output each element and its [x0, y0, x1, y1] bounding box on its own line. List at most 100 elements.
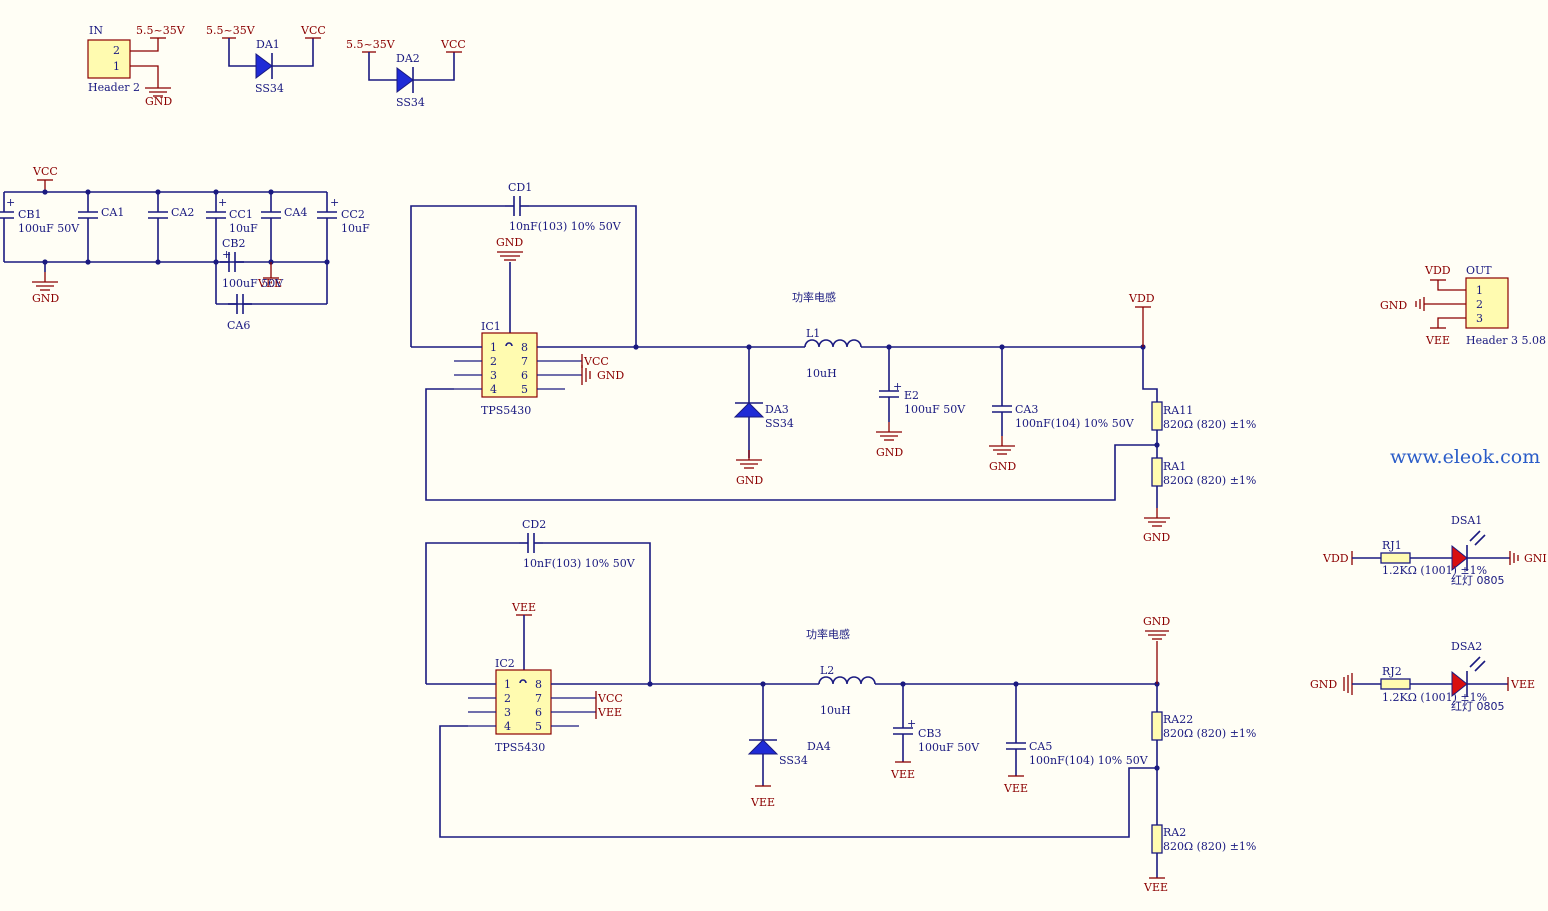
connector-in-type: Header 2	[88, 81, 140, 94]
ic2-pin-6: 6	[535, 706, 542, 719]
net-label-vee-out: VEE	[1425, 334, 1450, 347]
indicator1-right-net: GNI	[1524, 552, 1547, 565]
ic1-part: TPS5430	[481, 404, 531, 417]
net-label-gnd-bank: GND	[32, 292, 59, 305]
net-label-vdd-ic1: VDD	[1128, 292, 1155, 305]
diode-da2: 5.5~35V VCC DA2 SS34	[346, 38, 466, 109]
cap-ca2-ref: CA2	[171, 206, 194, 219]
indicator2-left-net: GND	[1310, 678, 1337, 691]
ic1-inductor-ref: L1	[806, 327, 820, 340]
connector-in-ref: IN	[89, 24, 103, 37]
net-label-vee-ca5: VEE	[1003, 782, 1028, 795]
cap-cb1-ref: CB1	[18, 208, 42, 221]
cap-cc1-polarity: +	[218, 196, 227, 209]
ic1-pin-4: 4	[490, 383, 497, 396]
net-label-vee-cb3: VEE	[890, 768, 915, 781]
ic1-out-cap-value: 100uF 50V	[904, 403, 966, 416]
net-label-vcc-bank: VCC	[32, 165, 58, 178]
indicator2-right-net: VEE	[1510, 678, 1535, 691]
diode-da1-ref: DA1	[256, 38, 280, 51]
net-label-vdd-out: VDD	[1424, 264, 1451, 277]
ic1-boot-cap-value: 10nF(103) 10% 50V	[509, 220, 622, 233]
ic1-pin-7: 7	[521, 355, 528, 368]
cap-cb2-ref: CB2	[222, 237, 246, 250]
diode-da1: 5.5~35V VCC DA1 SS34	[206, 24, 326, 95]
indicator2-led-ref: DSA2	[1451, 640, 1482, 653]
watermark-text: www.eleok.com	[1390, 446, 1540, 468]
indicator1-led-value: 红灯 0805	[1451, 574, 1505, 587]
ic1-inductor-label: 功率电感	[792, 290, 836, 304]
ic1-ceramic-value: 100nF(104) 10% 50V	[1015, 417, 1135, 430]
ic2-diode-ref: DA4	[807, 740, 831, 753]
indicator1-led-ref: DSA1	[1451, 514, 1482, 527]
net-label-gnd-out: GND	[1380, 299, 1407, 312]
bulk-capacitor-bank: VCC GND VEE	[0, 165, 370, 332]
ic2-r-bot-value: 820Ω (820) ±1%	[1163, 840, 1256, 853]
connector-out-pin-2: 2	[1476, 298, 1483, 311]
ic2-pin-2: 2	[504, 692, 511, 705]
ic1-pin-5: 5	[521, 383, 528, 396]
ic2-r-top-value: 820Ω (820) ±1%	[1163, 727, 1256, 740]
diode-da2-ref: DA2	[396, 52, 420, 65]
net-label-vcc-2: VCC	[440, 38, 466, 51]
ic1-pin-3: 3	[490, 369, 497, 382]
ic2-out-cap-polarity: +	[907, 717, 916, 730]
connector-out-pin-3: 3	[1476, 312, 1483, 325]
indicator-led-1: VDD GNI RJ1 1.2KΩ (1001) ±1% DSA1 红灯 080…	[1322, 514, 1547, 587]
net-label-gnd-ra1: GND	[1143, 531, 1170, 544]
indicator2-led-value: 红灯 0805	[1451, 700, 1505, 713]
ic2-pin-3: 3	[504, 706, 511, 719]
diode-da2-part: SS34	[396, 96, 425, 109]
net-label-gnd-ic1-top: GND	[496, 236, 523, 249]
cap-cb1-value: 100uF 50V	[18, 222, 80, 235]
net-label-vin-2: 5.5~35V	[206, 24, 256, 37]
ic1-diode-ref: DA3	[765, 403, 789, 416]
ic1-out-cap-polarity: +	[893, 380, 902, 393]
connector-out: OUT 1 2 3 Header 3 5.08 VDD GND VEE	[1380, 264, 1546, 347]
cap-cb2-polarity: +	[222, 248, 231, 261]
cap-cc1-ref: CC1	[229, 208, 253, 221]
indicator2-r-value: 1.2KΩ (1001) ±1%	[1382, 691, 1487, 704]
ic1-pin-8: 8	[521, 341, 528, 354]
net-label-vee-da4: VEE	[750, 796, 775, 809]
net-label-gnd-ic1: GND	[597, 369, 624, 382]
indicator1-r-value: 1.2KΩ (1001) ±1%	[1382, 564, 1487, 577]
indicator-led-2: GND VEE RJ2 1.2KΩ (1001) ±1% DSA2 红灯 080…	[1310, 640, 1535, 713]
ic2-ceramic-value: 100nF(104) 10% 50V	[1029, 754, 1149, 767]
ic2-boot-cap-value: 10nF(103) 10% 50V	[523, 557, 636, 570]
connector-out-type: Header 3 5.08	[1466, 334, 1546, 347]
ic1-ceramic-ref: CA3	[1015, 403, 1038, 416]
cap-cb1-polarity: +	[6, 196, 15, 209]
ic1-out-cap-ref: E2	[904, 389, 919, 402]
ic1-pin-1: 1	[490, 341, 497, 354]
ic2-out-cap-ref: CB3	[918, 727, 942, 740]
connector-out-ref: OUT	[1466, 264, 1492, 277]
ic2-pin-5: 5	[535, 720, 542, 733]
ic1-r-top-ref: RA11	[1163, 404, 1193, 417]
ic2-pin-1: 1	[504, 678, 511, 691]
net-label-gnd-da3: GND	[736, 474, 763, 487]
ic2-out-cap-value: 100uF 50V	[918, 741, 980, 754]
ic2-ref: IC2	[495, 657, 515, 670]
ic1-ref: IC1	[481, 320, 501, 333]
ic2-inductor-label: 功率电感	[806, 627, 850, 641]
connector-in: IN 2 1 Header 2 5.5~35V GND	[87, 24, 186, 108]
net-label-vin-3: 5.5~35V	[346, 38, 396, 51]
cap-cc2-polarity: +	[330, 196, 339, 209]
buck-stage-ic2: CD2 10nF(103) 10% 50V VEE IC2 TPS5430 1 …	[425, 518, 1256, 894]
net-label-vin-1: 5.5~35V	[136, 24, 186, 37]
net-label-vee-ic2-top: VEE	[511, 601, 536, 614]
ic2-pin-7: 7	[535, 692, 542, 705]
ic2-boot-cap-ref: CD2	[522, 518, 546, 531]
diode-da1-part: SS34	[255, 82, 284, 95]
net-label-vee-ra2: VEE	[1143, 881, 1168, 894]
ic1-boot-cap-ref: CD1	[508, 181, 532, 194]
cap-cc2-ref: CC2	[341, 208, 365, 221]
net-label-gnd-ca3: GND	[989, 460, 1016, 473]
cap-cb2-value: 100uF 50V	[222, 277, 284, 290]
ic2-r-top-ref: RA22	[1163, 713, 1193, 726]
cap-ca1-ref: CA1	[101, 206, 124, 219]
buck-stage-ic1: CD1 10nF(103) 10% 50V GND IC1 TPS5430 1 …	[410, 181, 1256, 544]
ic1-inductor-value: 10uH	[806, 367, 837, 380]
